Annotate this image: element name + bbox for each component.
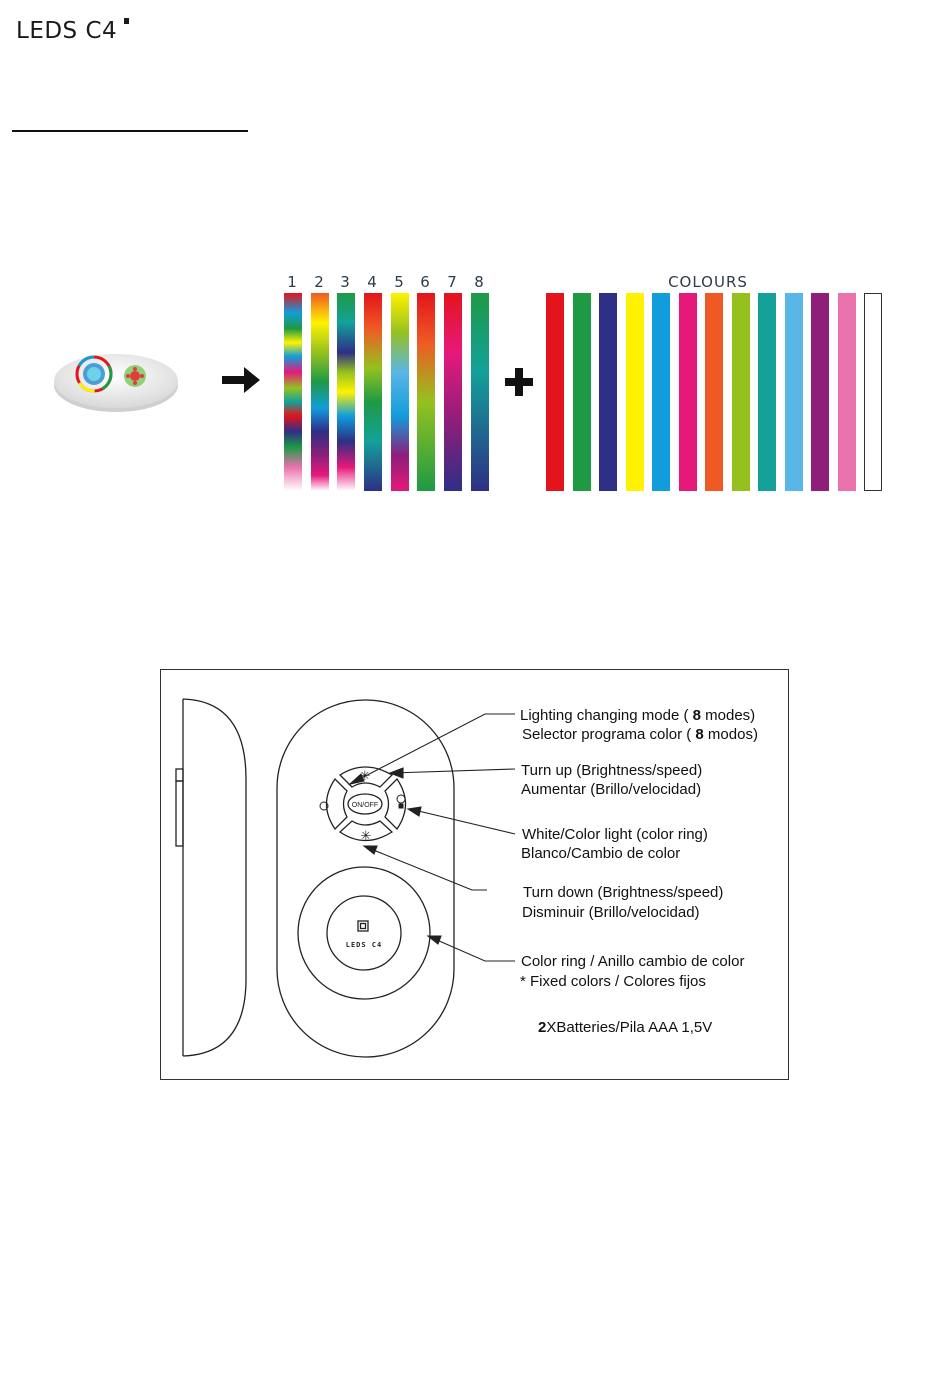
color-ring-inner: [326, 895, 402, 971]
battery-info: 2XBatteries/Pila AAA 1,5V: [538, 1019, 713, 1036]
colour-swatch: [573, 293, 591, 491]
remote-diagram-frame: [160, 669, 789, 1080]
mode-number: 8: [474, 273, 484, 291]
star-icon-down: ✳: [361, 829, 372, 844]
mode-number: 4: [367, 273, 377, 291]
callout-down-es: Disminuir (Brillo/velocidad): [522, 904, 700, 921]
white-color-button: [384, 777, 407, 831]
ring-center-icon: [357, 920, 369, 932]
side-switch: [175, 780, 184, 847]
mode-4-gradient: [364, 293, 382, 491]
leader-ring: [429, 936, 515, 962]
plus-icon: [505, 368, 533, 396]
callout-up-en: Turn up (Brightness/speed): [521, 762, 703, 779]
colour-swatch: [811, 293, 829, 491]
colour-swatch: [785, 293, 803, 491]
colour-swatch: [732, 293, 750, 491]
mode-7-gradient: [444, 293, 462, 491]
colour-swatch: [838, 293, 856, 491]
colour-swatch: [679, 293, 697, 491]
mode-number: 6: [420, 273, 430, 291]
colours-title: COLOURS: [668, 273, 748, 291]
leader-down: [365, 846, 487, 891]
colour-swatch: [546, 293, 564, 491]
callout-down-en: Turn down (Brightness/speed): [523, 884, 724, 901]
remote-top-outline: [276, 699, 455, 1058]
callout-white-en: White/Color light (color ring): [522, 826, 708, 843]
callout-mode-es: Selector programa color ( 8 modos): [522, 726, 758, 743]
arrow-right-icon: [222, 367, 260, 393]
mode-number: 2: [314, 273, 324, 291]
callout-ring-es: * Fixed colors / Colores fijos: [520, 973, 706, 990]
down-button: [338, 820, 394, 842]
side-button: [175, 768, 184, 782]
mode-number: 7: [447, 273, 457, 291]
refresh-icon: [319, 801, 329, 811]
left-button: [325, 777, 348, 831]
remote-control-photo: [54, 354, 178, 412]
mode-1-gradient: [284, 293, 302, 491]
colour-swatch: [864, 293, 882, 491]
ring-logo-label: LEDS C4: [346, 941, 383, 949]
mode-3-gradient: [337, 293, 355, 491]
callout-mode-en: Lighting changing mode ( 8 modes): [520, 707, 756, 724]
mode-6-gradient: [417, 293, 435, 491]
colour-swatch: [758, 293, 776, 491]
heading-underline: [12, 130, 248, 132]
brand-logo: LEDS C4: [16, 18, 118, 44]
colour-swatch: [652, 293, 670, 491]
callout-up-es: Aumentar (Brillo/velocidad): [521, 781, 702, 798]
remote-side-view: [182, 698, 247, 1057]
callout-white-es: Blanco/Cambio de color: [521, 845, 681, 862]
mode-button: [338, 766, 394, 788]
colour-swatch: [626, 293, 644, 491]
mode-number: 5: [394, 273, 404, 291]
bulb-icon: [396, 794, 406, 804]
mode-number: 3: [340, 273, 350, 291]
mode-8-gradient: [471, 293, 489, 491]
on-off-button: [347, 793, 383, 815]
mode-2-gradient: [311, 293, 329, 491]
color-ring-outer: [297, 866, 431, 1000]
callout-ring-en: Color ring / Anillo cambio de color: [521, 953, 745, 970]
leader-mode: [349, 713, 515, 785]
colour-swatch: [705, 293, 723, 491]
logo-mark: [124, 18, 129, 24]
on-off-label: ON/OFF: [352, 802, 378, 809]
leader-up: [391, 768, 516, 774]
remote-diagram: ✳ ✳ ON/OFF LEDS C4: [175, 698, 516, 1058]
mode-number: 1: [287, 273, 297, 291]
leader-white: [409, 808, 516, 835]
mode-5-gradient: [391, 293, 409, 491]
colour-swatch: [599, 293, 617, 491]
